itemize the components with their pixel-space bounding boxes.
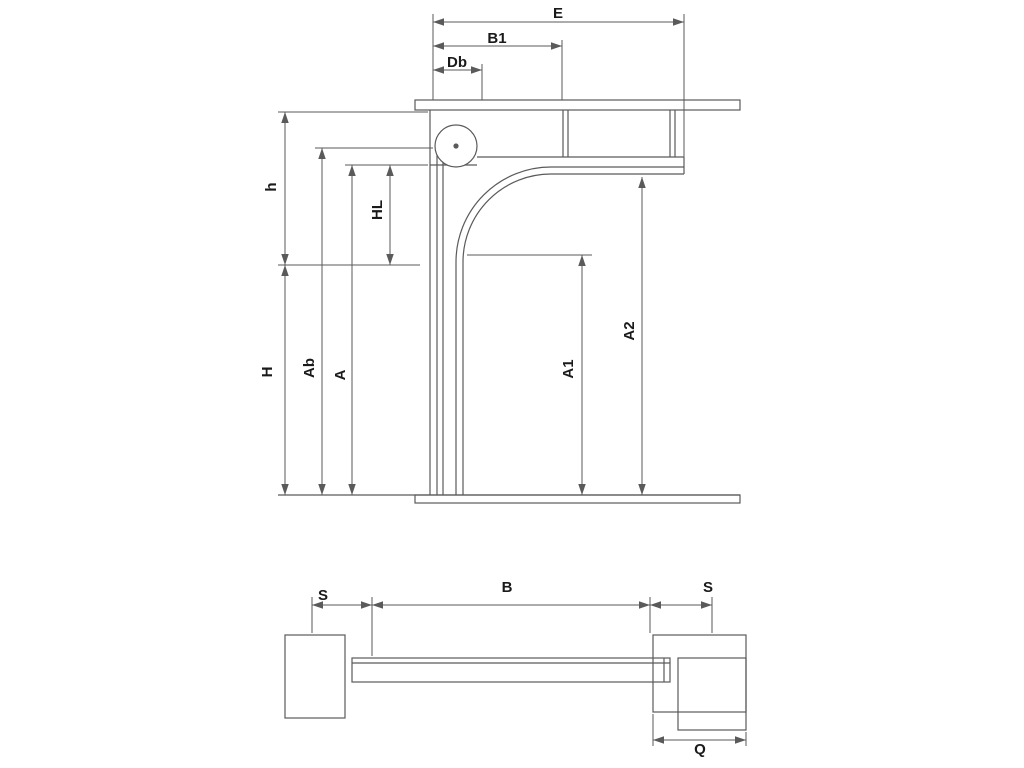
dim-label-h: h bbox=[263, 182, 280, 191]
dim-label-s-right: S bbox=[703, 579, 713, 596]
door-leaf-plan bbox=[351, 657, 671, 683]
pillar-left bbox=[284, 634, 346, 719]
plan-extension-lines bbox=[311, 597, 747, 746]
dim-label-db: Db bbox=[447, 54, 467, 71]
dim-label-e: E bbox=[553, 5, 563, 22]
dim-label-q: Q bbox=[694, 741, 706, 758]
plan-dimension-labels: S B S Q bbox=[318, 579, 713, 758]
dim-label-b1: B1 bbox=[487, 30, 506, 47]
dim-label-b: B bbox=[502, 579, 513, 596]
dim-label-H: H bbox=[259, 367, 276, 378]
side-dimension-lines bbox=[281, 18, 684, 495]
dim-label-a: A bbox=[332, 369, 349, 380]
pillar-right-outer bbox=[652, 634, 747, 713]
plan-dimension-lines bbox=[312, 601, 746, 744]
plan-structure bbox=[284, 634, 747, 731]
lintel bbox=[414, 99, 741, 111]
dim-label-ab: Ab bbox=[301, 358, 318, 378]
dim-label-s-left: S bbox=[318, 587, 328, 604]
pillar-right-inner bbox=[677, 657, 747, 731]
plan-view: S B S Q bbox=[284, 579, 747, 758]
dim-label-a2: A2 bbox=[621, 321, 638, 340]
side-dimension-labels: E B1 Db h H Ab A HL A1 A2 bbox=[259, 5, 638, 380]
track-hangers bbox=[562, 110, 676, 157]
floor bbox=[414, 494, 741, 504]
dim-label-a1: A1 bbox=[560, 359, 577, 378]
shaft-center-dot bbox=[453, 143, 459, 149]
side-extension-lines bbox=[278, 14, 685, 266]
side-view: E B1 Db h H Ab A HL A1 A2 bbox=[259, 5, 741, 504]
track-curve-outer bbox=[455, 166, 684, 263]
side-structure bbox=[278, 99, 741, 504]
dim-label-hl: HL bbox=[369, 200, 386, 220]
track-curve-inner bbox=[462, 173, 684, 263]
